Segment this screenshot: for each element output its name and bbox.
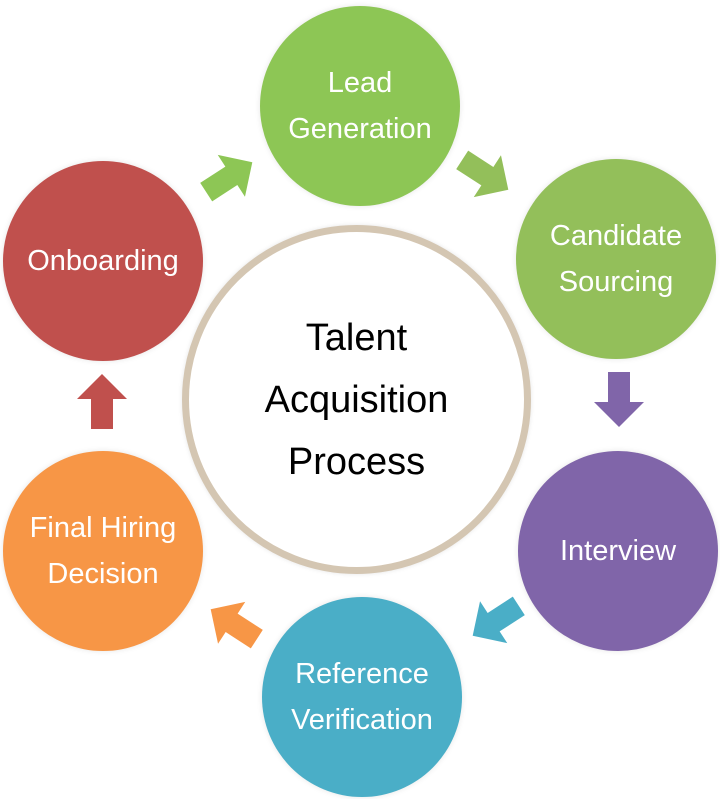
arrow-reference-to-decision (210, 601, 263, 649)
center-circle: Talent Acquisition Process (182, 225, 531, 574)
arrow-decision-to-onboarding (77, 374, 127, 429)
step-label: Interview (559, 535, 677, 567)
step-label: Lead Generation (288, 67, 432, 145)
arrow-shape (594, 372, 644, 427)
step-onboarding: Onboarding (3, 161, 203, 361)
arrow-shape (472, 596, 525, 644)
step-reference-verification: Reference Verification (262, 597, 462, 797)
step-interview: Interview (518, 451, 718, 651)
step-candidate-sourcing: Candidate Sourcing (516, 159, 716, 359)
arrow-sourcing-to-interview (594, 372, 644, 427)
arrow-shape (200, 154, 253, 202)
step-label: Candidate Sourcing (549, 220, 683, 298)
arrow-lead-to-sourcing (456, 150, 509, 198)
step-label: Reference Verification (291, 658, 433, 736)
step-lead-generation: Lead Generation (260, 6, 460, 206)
arrow-onboarding-to-lead (200, 154, 253, 202)
step-final-hiring-decision: Final Hiring Decision (3, 451, 203, 651)
center-title: Talent Acquisition Process (264, 316, 449, 483)
step-label: Onboarding (27, 245, 179, 277)
arrow-shape (456, 150, 509, 198)
arrow-shape (77, 374, 127, 429)
step-label: Final Hiring Decision (29, 512, 177, 590)
arrow-shape (210, 601, 263, 649)
arrow-interview-to-reference (472, 596, 525, 644)
